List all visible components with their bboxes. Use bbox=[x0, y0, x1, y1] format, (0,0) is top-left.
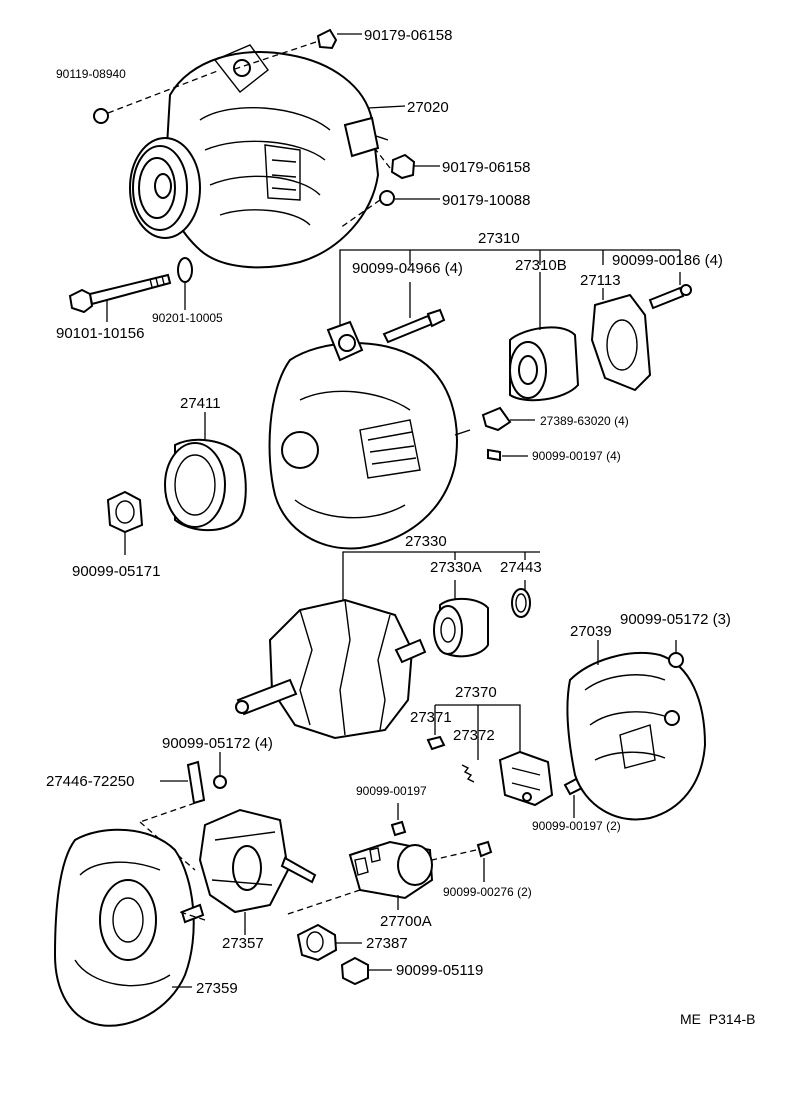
label-90201-10005: 90201-10005 bbox=[152, 311, 223, 325]
label-90099-05172-3: 90099-05172 (3) bbox=[620, 611, 731, 628]
label-27446-72250: 27446-72250 bbox=[46, 773, 134, 790]
label-27387: 27387 bbox=[366, 935, 408, 952]
label-27371: 27371 bbox=[410, 709, 452, 726]
label-90099-00197: 90099-00197 bbox=[356, 784, 427, 798]
label-90099-00197-2: 90099-00197 (2) bbox=[532, 819, 621, 833]
label-27443: 27443 bbox=[500, 559, 542, 576]
label-27113: 27113 bbox=[580, 272, 621, 289]
rear-housing-group bbox=[53, 752, 317, 1027]
top-small-parts bbox=[231, 28, 440, 229]
housing-27310-group bbox=[268, 249, 692, 550]
label-27039: 27039 bbox=[570, 623, 612, 640]
label-90179-06158-top: 90179-06158 bbox=[364, 27, 452, 44]
label-90099-00276-2: 90099-00276 (2) bbox=[443, 885, 532, 899]
part-labels: 90179-06158 90119-08940 27020 90179-0615… bbox=[46, 27, 755, 1027]
label-90099-04966: 90099-04966 (4) bbox=[352, 260, 463, 277]
label-27020: 27020 bbox=[407, 99, 449, 116]
bottom-small-parts bbox=[296, 923, 392, 986]
pulley-27411 bbox=[164, 412, 247, 532]
regulator-27700A-group bbox=[284, 803, 493, 916]
diagram-reference: ME P314-B bbox=[680, 1011, 755, 1027]
label-27330: 27330 bbox=[405, 533, 447, 550]
label-90179-10088: 90179-10088 bbox=[442, 192, 530, 209]
label-90099-05172-4: 90099-05172 (4) bbox=[162, 735, 273, 752]
label-27700A: 27700A bbox=[380, 913, 432, 930]
through-bolt bbox=[68, 257, 193, 322]
label-90099-00197-4: 90099-00197 (4) bbox=[532, 449, 621, 463]
label-90099-05119: 90099-05119 bbox=[396, 962, 483, 979]
label-27359: 27359 bbox=[196, 980, 238, 997]
label-27370: 27370 bbox=[455, 684, 497, 701]
label-90101-10156: 90101-10156 bbox=[56, 325, 144, 342]
rotor-27330-group bbox=[235, 551, 540, 740]
label-27411: 27411 bbox=[180, 395, 221, 412]
label-90099-00186: 90099-00186 (4) bbox=[612, 252, 723, 269]
label-27310: 27310 bbox=[478, 230, 520, 247]
label-90119-08940: 90119-08940 bbox=[56, 67, 126, 81]
label-27372: 27372 bbox=[453, 727, 495, 744]
label-27310B: 27310B bbox=[515, 257, 567, 274]
label-27330A: 27330A bbox=[430, 559, 482, 576]
label-90179-06158-mid: 90179-06158 bbox=[442, 159, 530, 176]
rear-cover-27039 bbox=[566, 640, 707, 821]
label-27389-63020: 27389-63020 (4) bbox=[540, 414, 629, 428]
label-27357: 27357 bbox=[222, 935, 264, 952]
alternator-assembly bbox=[93, 44, 389, 269]
nut-90099-05171 bbox=[106, 490, 144, 555]
label-90099-05171: 90099-05171 bbox=[72, 563, 160, 580]
brush-holder-27370-group bbox=[426, 704, 584, 818]
